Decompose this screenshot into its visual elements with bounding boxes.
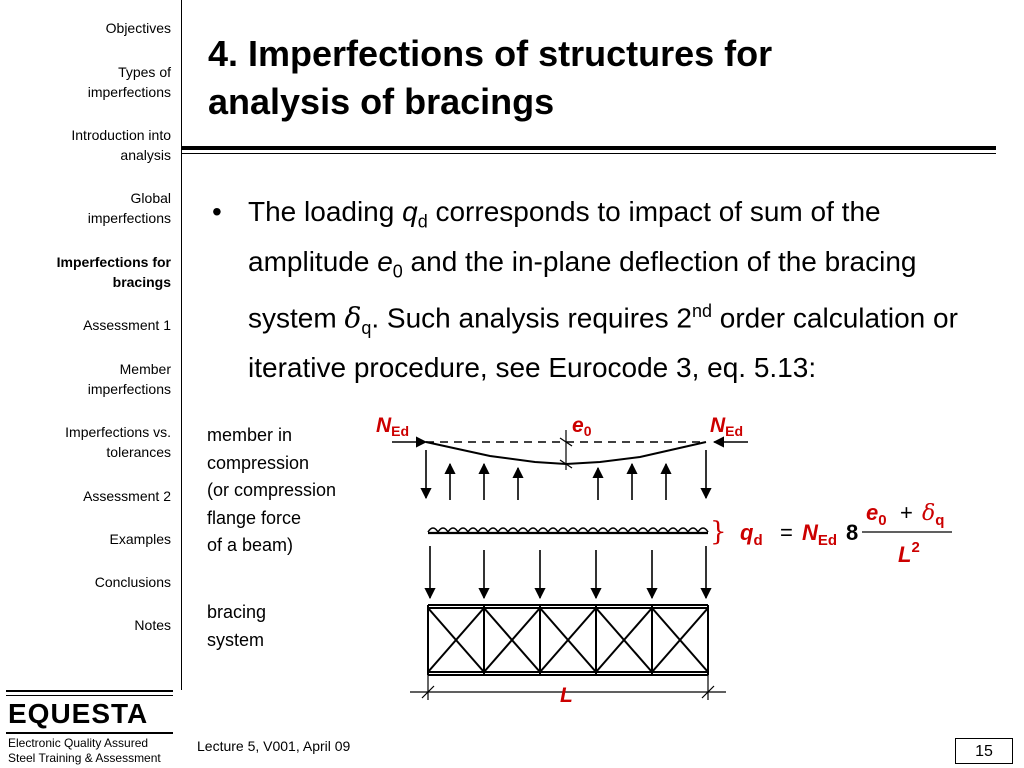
sidebar-item-examples[interactable]: Examples <box>6 529 171 549</box>
sidebar-item-label: Global <box>130 190 171 206</box>
n-ed-right-label: NEd <box>710 414 743 439</box>
page-title: 4. Imperfections of structures for analy… <box>208 30 998 126</box>
bracing-truss <box>427 604 709 676</box>
sidebar-item-global-imperfections[interactable]: Global imperfections <box>6 188 171 228</box>
sidebar-item-label: Notes <box>134 617 171 633</box>
page-title-line: 4. Imperfections of structures for <box>208 33 773 74</box>
sidebar-item-label: Types of <box>118 64 171 80</box>
sidebar-item-label: imperfections <box>87 84 171 100</box>
svg-text:NEd: NEd <box>802 520 837 549</box>
title-divider-thick <box>182 146 996 150</box>
distributed-load <box>427 527 709 534</box>
svg-text:=: = <box>780 520 793 545</box>
sidebar-item-label: Introduction into <box>71 127 171 143</box>
sidebar-item-label: tolerances <box>106 444 171 460</box>
sidebar-item-label: Conclusions <box>94 574 171 590</box>
svg-text:+: + <box>900 500 913 525</box>
equesta-logo: EQUESTA Electronic Quality Assured Steel… <box>0 690 181 766</box>
sidebar-item-label: Assessment 1 <box>83 317 171 333</box>
sidebar-item-label: Objectives <box>105 20 171 36</box>
sidebar-item-label: imperfections <box>87 210 171 226</box>
bullet-dot-icon: • <box>212 196 222 227</box>
n-ed-left-label: NEd <box>376 414 409 439</box>
sidebar-item-label: Member <box>119 361 171 377</box>
sidebar-item-label: Examples <box>109 531 171 547</box>
logo-title: EQUESTA <box>8 698 149 729</box>
sidebar-item-label: Assessment 2 <box>83 488 171 504</box>
lecture-info: Lecture 5, V001, April 09 <box>197 738 351 754</box>
sidebar-item-imperfections-vs-tolerances[interactable]: Imperfections vs. tolerances <box>6 422 171 462</box>
e0-label: e0 <box>572 414 592 439</box>
page-title-line: analysis of bracings <box>208 81 555 122</box>
page-number: 15 <box>955 738 1013 764</box>
svg-text:qd: qd <box>740 520 763 549</box>
svg-text:L2: L2 <box>898 539 920 567</box>
sidebar-item-conclusions[interactable]: Conclusions <box>6 572 171 592</box>
bracing-system-label: bracing system <box>207 602 267 650</box>
sidebar-item-assessment-2[interactable]: Assessment 2 <box>6 486 171 506</box>
sidebar-item-label: Imperfections vs. <box>65 424 171 440</box>
sidebar-item-label: imperfections <box>87 381 171 397</box>
member-compression-label: member in compression (or compression fl… <box>207 425 337 555</box>
bracing-diagram: NEd e0 NEd L } qd = NEd 8 e0 + δq L2 <box>376 414 952 707</box>
sidebar-item-label: analysis <box>120 147 171 163</box>
formula: qd = NEd 8 e0 + δq L2 <box>740 500 944 567</box>
length-label: L <box>560 684 573 707</box>
sidebar-item-label: Imperfections for <box>56 254 171 270</box>
brace-icon: } <box>710 517 727 547</box>
logo-subtitle: Electronic Quality Assured <box>8 736 149 750</box>
sidebar-nav: Objectives Types of imperfections Introd… <box>0 0 182 690</box>
svg-text:δq: δq <box>922 501 944 529</box>
bullet-text: The loading qd corresponds to impact of … <box>248 196 958 384</box>
sidebar-item-assessment-1[interactable]: Assessment 1 <box>6 315 171 335</box>
svg-text:8: 8 <box>846 520 858 545</box>
svg-text:e0: e0 <box>866 500 887 529</box>
sidebar-item-member-imperfections[interactable]: Member imperfections <box>6 359 171 399</box>
sidebar-item-introduction[interactable]: Introduction into analysis <box>6 125 171 165</box>
sidebar-item-objectives[interactable]: Objectives <box>6 18 171 38</box>
logo-subtitle: Steel Training & Assessment <box>8 751 161 765</box>
sidebar-item-notes[interactable]: Notes <box>6 615 171 635</box>
title-divider-thin <box>182 153 996 154</box>
bullet-paragraph: • The loading qd corresponds to impact o… <box>212 192 992 388</box>
sidebar-item-imperfections-for-bracings[interactable]: Imperfections for bracings <box>6 252 171 292</box>
sidebar-item-label: bracings <box>112 274 171 290</box>
sidebar-item-types-of-imperfections[interactable]: Types of imperfections <box>6 62 171 102</box>
